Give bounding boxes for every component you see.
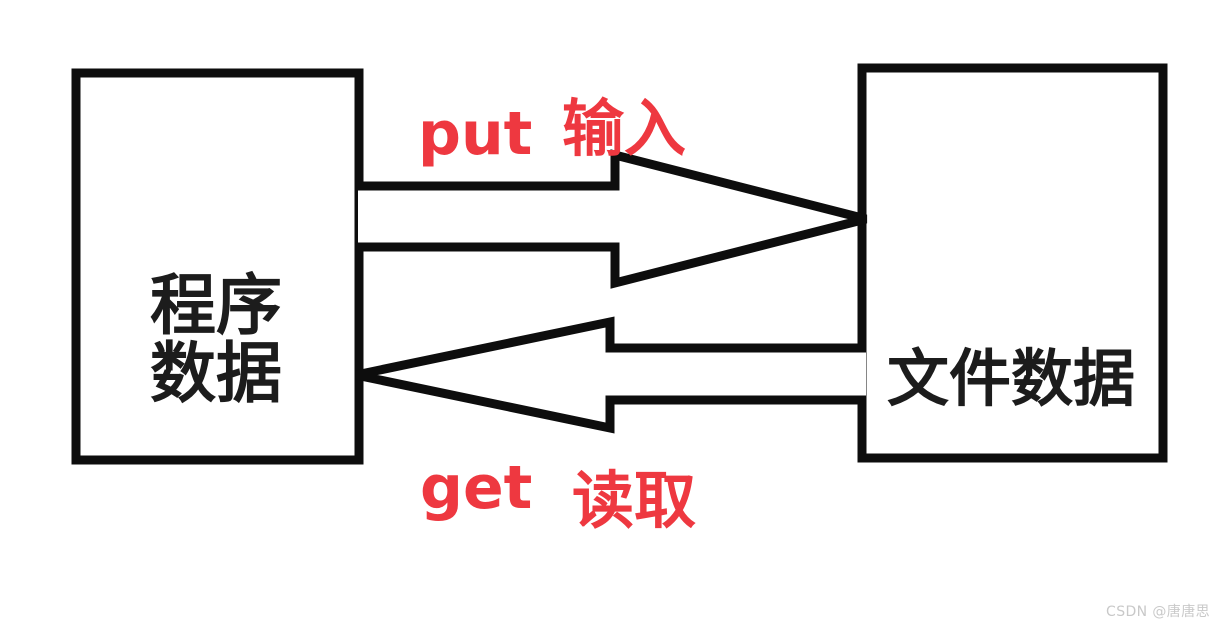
program-data-label: 程序 数据 — [150, 267, 282, 412]
csdn-watermark: CSDN @唐唐思 — [1106, 604, 1210, 620]
put-arrow — [358, 149, 868, 289]
get-arrow — [355, 316, 866, 434]
input-edge-label: 输入 — [562, 92, 687, 165]
file-data-box — [857, 63, 1168, 463]
file-data-label: 文件数据 — [886, 342, 1135, 415]
program-data-box — [71, 68, 364, 465]
put-edge-label: put — [418, 99, 533, 169]
get-edge-label: get — [420, 453, 533, 523]
read-edge-label: 读取 — [572, 464, 697, 537]
